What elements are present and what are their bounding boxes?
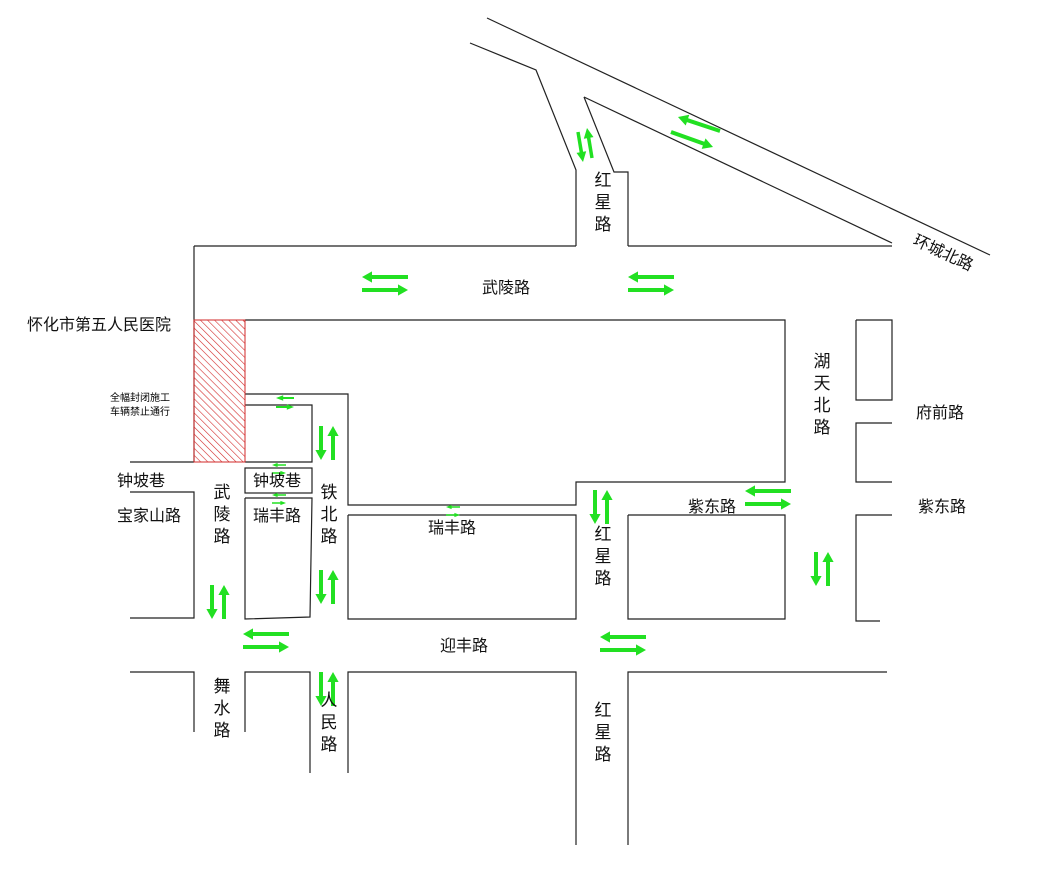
tiebei-road-lower-north-arrow	[327, 570, 339, 604]
wuling-road-label: 武陵路	[482, 278, 530, 297]
inner-block-west	[245, 404, 313, 463]
hongxing-south-east-edge	[627, 671, 887, 845]
hongxing-road-north-left-edge	[469, 42, 577, 246]
baojiashan-road-label: 宝家山路	[117, 506, 181, 525]
renmin-east-edge	[347, 671, 577, 845]
zhongpo-lane-left-label: 钟坡巷	[117, 471, 165, 490]
zidong-road-inner-label: 紫东路	[688, 497, 736, 516]
ruifeng-road-east-arrow	[446, 512, 460, 518]
hongxing-road-north-right-edge	[583, 96, 629, 246]
wuling-inner-west-arrow	[276, 395, 294, 401]
ruifeng-inner-west-arrow	[272, 492, 286, 498]
hongxing-road-mid-south-arrow	[589, 490, 601, 524]
yingfeng-road-west-east-arrow	[243, 641, 289, 653]
hongxing-road-mid-label: 红星路	[595, 525, 612, 589]
zhongpo-lane-west-arrow	[272, 462, 286, 468]
hongxing-road-mid-north-arrow	[601, 490, 613, 524]
yingfeng-road-east-west-arrow	[600, 631, 646, 643]
map-labels: 怀化市第五人民医院 全幅封闭施工 车辆禁止通行 武陵路 环城北路 府前路 紫东路…	[27, 171, 976, 765]
fuqian-block-north	[855, 319, 893, 401]
hospital-label: 怀化市第五人民医院	[27, 315, 171, 334]
wuling-road-south-north-arrow	[218, 585, 230, 619]
hongxing-north-north-arrow	[583, 128, 594, 159]
fuqian-road-label: 府前路	[916, 403, 964, 422]
wuling-road-west-west-arrow	[362, 271, 408, 283]
zhongpo-lane-inner-label: 钟坡巷	[253, 471, 301, 490]
wushui-east-edge	[244, 671, 311, 773]
huancheng-west-arrow	[678, 114, 721, 133]
tiebei-road-upper-north-arrow	[327, 426, 339, 460]
yingfeng-road-east-east-arrow	[600, 644, 646, 656]
block-north-east	[245, 319, 786, 506]
zidong-road-east-arrow	[745, 498, 791, 510]
zidong-east-block	[855, 514, 892, 622]
tiebei-road-lower-south-arrow	[315, 570, 327, 604]
zhongpo-lane-box	[244, 467, 313, 494]
tiebei-road-label: 铁北路	[321, 483, 338, 547]
hutian-north-road-label: 湖天北路	[814, 352, 831, 438]
hutian-north-road-south-arrow	[810, 552, 822, 586]
wuling-road-south-south-arrow	[206, 585, 218, 619]
zidong-block	[627, 514, 786, 620]
wuling-road-east-west-arrow	[628, 271, 674, 283]
huancheng-east-arrow	[670, 130, 713, 149]
tiebei-road-upper-south-arrow	[315, 426, 327, 460]
yingfeng-south-west	[130, 671, 195, 732]
wuling-inner-east-arrow	[276, 404, 294, 410]
wuling-road-vertical-label: 武陵路	[214, 483, 231, 547]
hutian-north-road-north-arrow	[822, 552, 834, 586]
zhongpo-lane-east-arrow	[272, 470, 286, 476]
renmin-road-south-arrow	[315, 672, 327, 706]
construction-closure-zone	[193, 319, 246, 463]
ruifeng-road-small-label: 瑞丰路	[253, 506, 301, 525]
traffic-arrows	[206, 114, 834, 706]
yingfeng-road-label: 迎丰路	[440, 636, 488, 655]
huancheng-north-road-lower-edge	[583, 96, 893, 244]
huancheng-north-road-upper-edge	[486, 17, 991, 256]
closure-notice-line1: 全幅封闭施工	[110, 391, 170, 404]
baojiashan-road-edges	[130, 491, 195, 619]
ruifeng-inner-east-arrow	[272, 500, 286, 506]
hongxing-road-top-label: 红星路	[595, 171, 612, 235]
zidong-road-west-arrow	[745, 485, 791, 497]
ruifeng-road-main-label: 瑞丰路	[428, 518, 476, 537]
renmin-road-label: 人民路	[321, 691, 338, 755]
wuling-road-west-east-arrow	[362, 284, 408, 296]
hongxing-road-bottom-label: 红星路	[595, 701, 612, 765]
hongxing-north-south-arrow	[576, 131, 587, 162]
road-network	[130, 17, 991, 845]
wushui-road-label: 舞水路	[214, 677, 231, 741]
fuqian-block-south	[855, 422, 892, 483]
wuling-road-east-east-arrow	[628, 284, 674, 296]
renmin-road-north-arrow	[327, 672, 339, 706]
ruifeng-road-west-arrow	[446, 504, 460, 510]
ruifeng-block	[347, 514, 577, 620]
huancheng-north-road-label: 环城北路	[910, 230, 976, 274]
ruifeng-inner-block	[244, 497, 313, 620]
zidong-road-outer-label: 紫东路	[918, 497, 966, 516]
closure-notice-line2: 车辆禁止通行	[110, 405, 170, 418]
yingfeng-road-west-west-arrow	[243, 628, 289, 640]
